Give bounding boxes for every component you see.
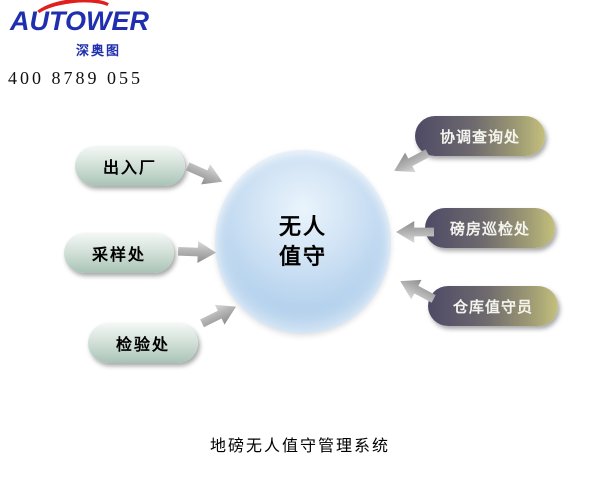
center-node-label: 无人 值守 xyxy=(279,212,327,271)
node-label: 磅房巡检处 xyxy=(449,220,530,238)
company-logo: AUTOWER 深奥图 xyxy=(10,0,180,58)
logo-wordmark: AUTOWER xyxy=(10,6,149,36)
node-inspection-station[interactable]: 检验处 xyxy=(88,323,198,363)
node-coordination-query-office[interactable]: 协调查询处 xyxy=(415,116,545,156)
center-node-unattended: 无人 值守 xyxy=(215,150,391,334)
arrow-toward-center-icon xyxy=(178,239,217,264)
logo-chinese-name: 深奥图 xyxy=(76,43,122,58)
service-phone-number: 400 8789 055 xyxy=(8,68,143,88)
center-node-label-line1: 无人 xyxy=(278,214,327,240)
node-label: 检验处 xyxy=(115,337,170,354)
arrow-toward-center-icon xyxy=(197,296,242,334)
node-label: 协调查询处 xyxy=(439,128,520,146)
node-warehouse-attendant[interactable]: 仓库值守员 xyxy=(428,286,558,326)
node-label: 采样处 xyxy=(91,247,146,264)
node-label: 出入厂 xyxy=(102,160,157,177)
node-weighbridge-patrol-office[interactable]: 磅房巡检处 xyxy=(425,208,555,248)
node-label: 仓库值守员 xyxy=(452,298,533,316)
arrow-toward-center-icon xyxy=(183,155,227,192)
node-entry-exit-gate[interactable]: 出入厂 xyxy=(75,146,185,186)
system-title-caption: 地磅无人值守管理系统 xyxy=(209,438,390,455)
center-node-label-line2: 值守 xyxy=(278,244,327,269)
node-sampling-station[interactable]: 采样处 xyxy=(64,233,174,273)
